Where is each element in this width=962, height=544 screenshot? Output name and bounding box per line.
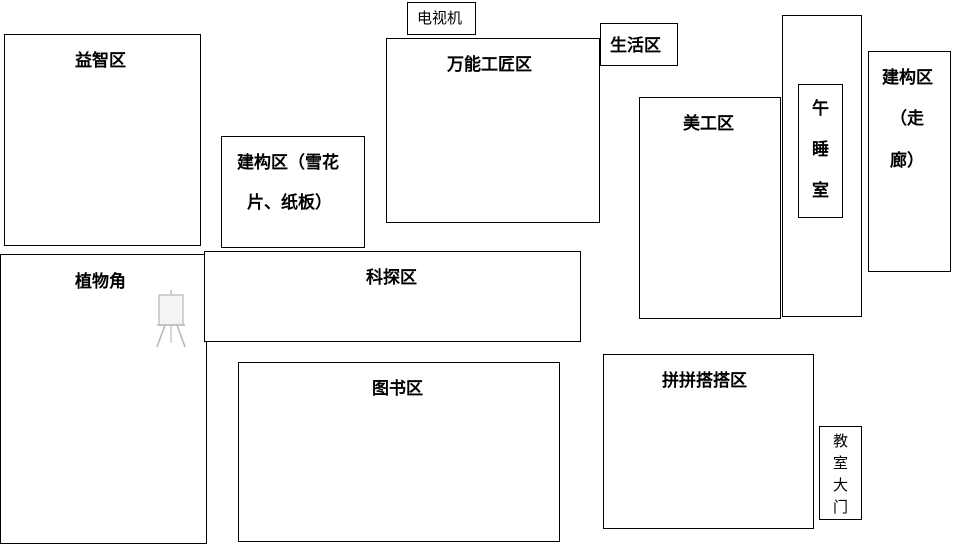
zone-puzzle-label: 益智区 xyxy=(75,51,126,71)
zone-building-snowflake: 建构区（雪花 片、纸板） xyxy=(221,136,365,248)
classroom-door: 教 室 大 门 xyxy=(819,426,862,520)
zone-craftsman: 万能工匠区 xyxy=(386,38,600,223)
classroom-door-label: 教 室 大 门 xyxy=(820,430,861,518)
classroom-door-char-2: 室 xyxy=(832,454,848,472)
zone-art: 美工区 xyxy=(639,97,781,319)
tv-label: 电视机 xyxy=(417,9,463,27)
zone-puzzle: 益智区 xyxy=(4,34,201,246)
zone-plant-corner-label: 植物角 xyxy=(75,272,126,292)
zone-building-corridor-label-3: 廊） xyxy=(890,151,924,171)
nap-room-char-1: 午 xyxy=(812,99,829,119)
zone-library-label: 图书区 xyxy=(372,379,423,399)
zone-plant-corner: 植物角 xyxy=(0,254,207,544)
zone-lego-label: 拼拼搭搭区 xyxy=(662,371,747,391)
easel-icon xyxy=(156,290,186,348)
zone-lego: 拼拼搭搭区 xyxy=(603,354,814,529)
zone-art-label: 美工区 xyxy=(683,114,734,134)
zone-building-snowflake-label-2: 片、纸板） xyxy=(247,193,332,213)
classroom-door-char-3: 大 xyxy=(832,476,848,494)
tv-box: 电视机 xyxy=(407,2,476,35)
nap-room-char-3: 室 xyxy=(812,181,829,201)
zone-life-label: 生活区 xyxy=(610,36,661,56)
zone-building-corridor: 建构区 （走 廊） xyxy=(868,51,951,272)
zone-library: 图书区 xyxy=(238,362,560,542)
zone-science-label: 科探区 xyxy=(366,268,417,288)
zone-science: 科探区 xyxy=(204,251,581,342)
nap-room-label: 午 睡 室 xyxy=(799,89,842,212)
zone-building-snowflake-label-1: 建构区（雪花 xyxy=(237,153,339,173)
classroom-door-char-1: 教 xyxy=(832,432,848,450)
zone-craftsman-label: 万能工匠区 xyxy=(447,55,532,75)
nap-room-label-box: 午 睡 室 xyxy=(798,84,843,218)
zone-building-corridor-label-2: （走 xyxy=(890,109,924,129)
zone-building-corridor-label-1: 建构区 xyxy=(882,68,933,88)
zone-life: 生活区 xyxy=(600,23,678,66)
nap-room-char-2: 睡 xyxy=(812,140,829,160)
classroom-door-char-4: 门 xyxy=(832,498,848,516)
